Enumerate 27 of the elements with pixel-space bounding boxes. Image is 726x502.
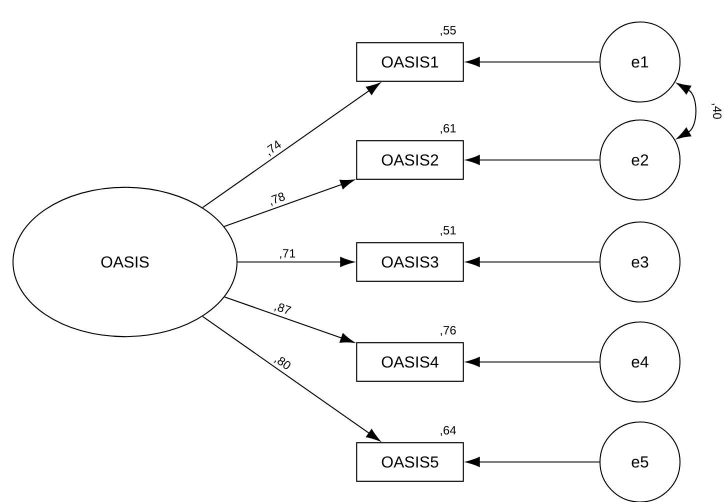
r-squared-label: ,55 [440,26,456,36]
arrow [224,296,354,343]
edge-label: ,87 [274,303,292,314]
edge-label: ,71 [280,249,296,260]
arrow [202,316,380,442]
indicator-box: OASIS5 [356,442,464,482]
indicator-box: OASIS3 [356,242,464,282]
r-squared-label: ,64 [440,426,456,436]
r-squared-label: ,61 [440,124,456,134]
arrow [466,257,600,267]
r-squared-label: ,51 [440,226,456,236]
edge-label: ,74 [266,140,281,157]
arrow [202,82,380,208]
arrow [224,180,354,227]
edge-label: ,78 [270,192,285,206]
arrow [466,57,600,67]
indicator-box: OASIS2 [356,140,464,180]
edge-label: ,80 [274,357,290,370]
arrow [466,457,600,467]
arrow [466,155,600,165]
indicator-box: OASIS4 [356,342,464,382]
indicator-box: OASIS1 [356,42,464,82]
arrow [466,357,600,367]
covariance-arrow [676,82,696,140]
edge-label: ,40 [712,104,722,119]
arrow [238,257,354,267]
r-squared-label: ,76 [440,326,456,336]
